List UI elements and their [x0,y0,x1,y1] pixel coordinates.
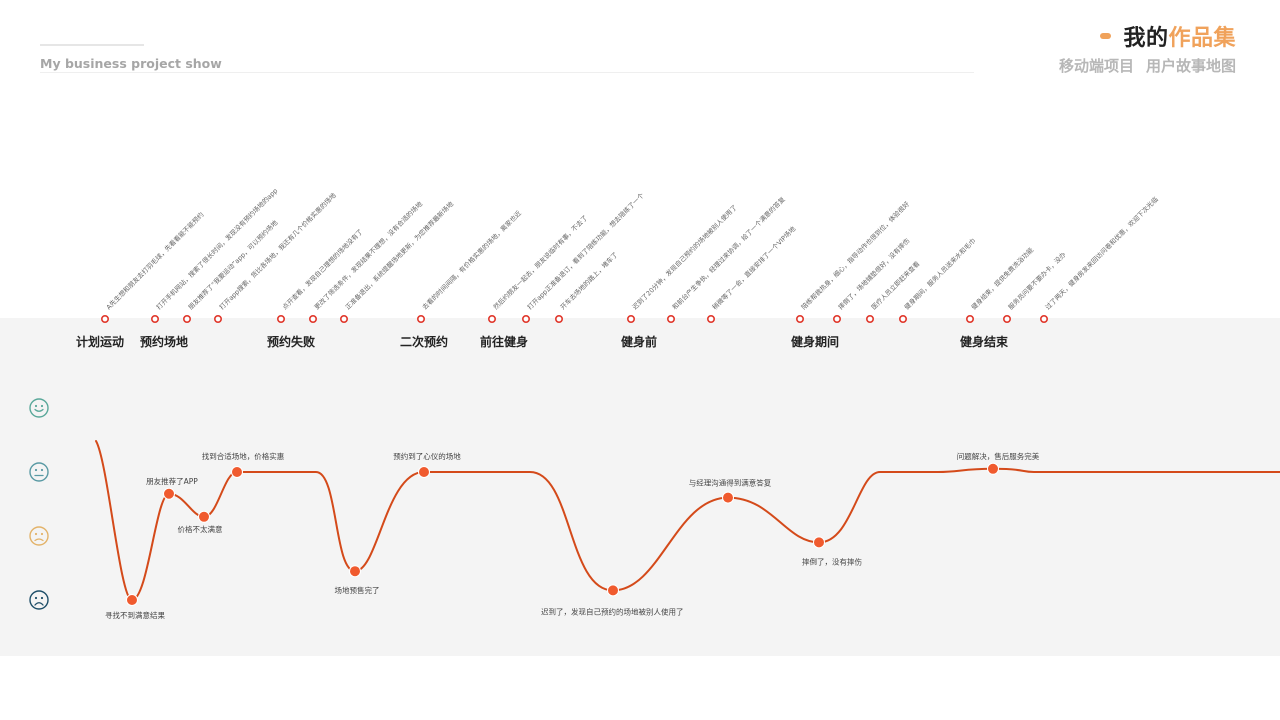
event-text: 更改了筛选条件，发现结果不理想，没有合适的场地 [312,199,424,311]
emotion-label: 迟到了，发现自己预约的场地被别人使用了 [541,606,684,616]
emotion-label: 寻找不到满意结果 [105,610,165,620]
tagline-project-type: 移动端项目 [1058,57,1134,75]
page-subtitle: My business project show [40,56,222,71]
event-marker [666,314,675,323]
page-title-accent: 作品集 [1168,26,1236,51]
stage-label: 预约失败 [267,334,315,349]
emotion-point [987,462,999,475]
event-marker [554,314,563,323]
emotion-point [349,565,361,578]
tagline-map-type: 用户故事地图 [1145,57,1236,75]
emotion-point [418,466,430,478]
event-marker [339,314,348,323]
stage-label: 健身期间 [791,334,839,349]
event-text: A先生想和朋友去打羽毛球，先看看能不能预约 [104,210,205,311]
event-marker [276,314,285,323]
event-text: 打开app搜索，货比各场地，我还有几个价格实惠的场地 [217,190,338,311]
event-marker [1002,314,1011,323]
event-marker [626,314,635,323]
event-text: 稍微等了一会，直接安排了一个VIP场地 [710,224,798,312]
event-marker [308,314,317,323]
stage-label: 前往健身 [480,334,528,349]
emotion-curve [95,440,1280,602]
happy-face-icon [29,398,49,418]
title-accent-dash [1100,33,1112,39]
emotion-label: 摔倒了，没有摔伤 [802,556,862,566]
stage-label: 预约场地 [140,334,188,349]
journey-band [0,318,1280,656]
header-divider [40,72,974,73]
event-text: 健身结束，提供免费洗浴功能 [969,245,1035,311]
event-marker [214,314,223,323]
event-marker [151,314,160,323]
event-text: 打开app正准备退订，看到了陪练功能，想去陪练了一个 [525,190,646,311]
page-title: 我的作品集 [1123,20,1236,52]
emotion-point [722,491,734,504]
event-text: 开车去场地的路上，堵车了 [558,250,620,312]
emotion-label: 价格不太满意 [178,524,223,534]
emotion-point [231,466,243,478]
event-marker [487,314,496,323]
worried-face-icon [29,526,49,546]
emotion-point [607,584,619,597]
event-text: 健身期间，服务人员送来水和毛巾 [902,236,977,311]
event-marker [416,314,425,323]
emotion-point [198,510,210,523]
emotion-label: 找到合适场地，价格实惠 [202,451,285,461]
event-marker [795,314,804,323]
emotion-label: 场地预售完了 [335,585,380,595]
event-marker [1040,314,1049,323]
event-marker [101,314,110,323]
header-top-rule [40,44,144,46]
page-title-main: 我的 [1123,26,1169,51]
page-tagline: 移动端项目用户故事地图 [1059,55,1236,76]
stage-label: 计划运动 [76,334,124,349]
emotion-point [813,536,825,549]
event-text: 摔倒了，场地铺垫很好，没有摔伤 [836,236,912,312]
emotion-label: 预约到了心仪的场地 [393,451,461,461]
stage-label: 健身结束 [960,334,1009,349]
emotion-label: 问题解决，售后服务完美 [957,451,1040,461]
event-marker [865,314,874,323]
event-marker [898,314,907,323]
event-marker [832,314,841,323]
emotion-point [163,487,175,500]
event-marker [965,314,974,323]
event-marker [183,314,192,323]
event-marker [521,314,530,323]
emotion-point [126,594,138,606]
stage-label: 二次预约 [400,334,448,349]
neutral-face-icon [29,462,49,482]
emotion-label: 与经理沟通得到满意答复 [689,478,772,488]
event-marker [706,314,715,323]
emotion-label: 朋友推荐了APP [146,476,198,486]
sad-face-icon [29,590,49,610]
page-title-group: 我的作品集 [1100,20,1236,52]
stage-label: 健身前 [621,334,657,349]
